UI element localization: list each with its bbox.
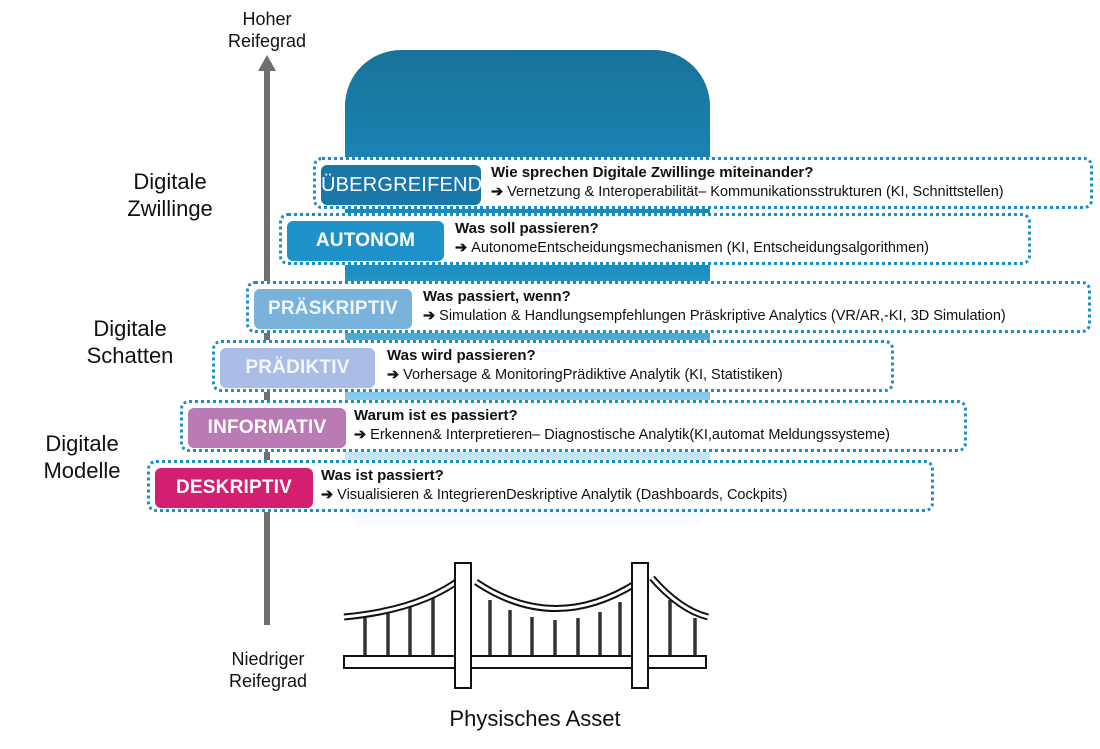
level-badge-informativ: INFORMATIV: [188, 408, 346, 448]
level-badge-autonom: AUTONOM: [287, 221, 444, 261]
arrow-right-icon: ➔: [491, 184, 504, 200]
arrow-right-icon: ➔: [354, 427, 367, 443]
level-answer-text: AutonomeEntscheidungsmechanismen (KI, En…: [471, 240, 929, 256]
group-label-line2: Zwillinge: [127, 196, 213, 221]
level-answer-text: Visualisieren & IntegrierenDeskriptive A…: [337, 487, 788, 503]
level-row-autonom: AUTONOM Was soll passieren? ➔AutonomeEnt…: [279, 213, 1031, 265]
arrow-right-icon: ➔: [455, 240, 468, 256]
group-label-line1: Digitale: [133, 169, 207, 194]
group-label-line1: Digitale: [93, 316, 167, 341]
group-label-line2: Schatten: [86, 343, 174, 368]
arrow-up-icon: [258, 55, 276, 71]
level-row-praediktiv: PRÄDIKTIV Was wird passieren? ➔Vorhersag…: [212, 340, 894, 392]
axis-top-label: Hoher Reifegrad: [222, 8, 312, 52]
level-answer: ➔Vernetzung & Interoperabilität– Kommuni…: [491, 183, 1004, 202]
level-badge-praeskriptiv: PRÄSKRIPTIV: [254, 289, 412, 329]
axis-top-label-line2: Reifegrad: [227, 31, 307, 51]
physical-asset-label: Physisches Asset: [449, 706, 621, 731]
level-answer: ➔Erkennen& Interpretieren– Diagnostische…: [354, 426, 890, 445]
axis-bottom-label-line2: Reifegrad: [228, 671, 308, 691]
arrow-right-icon: ➔: [423, 308, 436, 324]
level-answer-text: Vorhersage & MonitoringPrädiktive Analyt…: [403, 367, 783, 383]
level-badge-uebergreifend: ÜBERGREIFEND: [321, 165, 482, 205]
axis-bottom-label-line1: Niedriger: [231, 649, 305, 669]
level-question: Was wird passieren?: [387, 347, 536, 364]
group-label-schatten: Digitale Schatten: [70, 315, 190, 369]
level-question: Was soll passieren?: [455, 220, 599, 237]
level-answer: ➔Vorhersage & MonitoringPrädiktive Analy…: [387, 366, 783, 385]
level-answer: ➔Visualisieren & IntegrierenDeskriptive …: [321, 486, 787, 505]
bridge-icon: [343, 562, 709, 689]
level-answer-text: Vernetzung & Interoperabilität– Kommunik…: [507, 184, 1004, 200]
group-label-zwillinge: Digitale Zwillinge: [110, 168, 230, 222]
level-answer-text: Simulation & Handlungsempfehlungen Präsk…: [439, 308, 1006, 324]
level-badge-deskriptiv: DESKRIPTIV: [155, 468, 313, 508]
axis-top-label-line1: Hoher: [242, 9, 292, 29]
group-label-modelle: Digitale Modelle: [22, 430, 142, 484]
level-question: Warum ist es passiert?: [354, 407, 518, 424]
level-question: Was passiert, wenn?: [423, 288, 571, 305]
level-question: Wie sprechen Digitale Zwillinge miteinan…: [491, 164, 814, 181]
level-answer: ➔Simulation & Handlungsempfehlungen Präs…: [423, 307, 1006, 326]
level-row-uebergreifend: ÜBERGREIFEND Wie sprechen Digitale Zwill…: [313, 157, 1093, 209]
level-question: Was ist passiert?: [321, 467, 444, 484]
arrow-right-icon: ➔: [321, 487, 334, 503]
level-row-informativ: INFORMATIV Warum ist es passiert? ➔Erken…: [180, 400, 967, 452]
arrow-right-icon: ➔: [387, 367, 400, 383]
group-label-line1: Digitale: [45, 431, 119, 456]
level-badge-praediktiv: PRÄDIKTIV: [220, 348, 375, 388]
level-row-praeskriptiv: PRÄSKRIPTIV Was passiert, wenn? ➔Simulat…: [246, 281, 1091, 333]
level-answer: ➔AutonomeEntscheidungsmechanismen (KI, E…: [455, 239, 929, 258]
level-answer-text: Erkennen& Interpretieren– Diagnostische …: [370, 427, 891, 443]
group-label-line2: Modelle: [43, 458, 121, 483]
level-row-deskriptiv: DESKRIPTIV Was ist passiert? ➔Visualisie…: [147, 460, 934, 512]
axis-bottom-label: Niedriger Reifegrad: [218, 648, 318, 692]
